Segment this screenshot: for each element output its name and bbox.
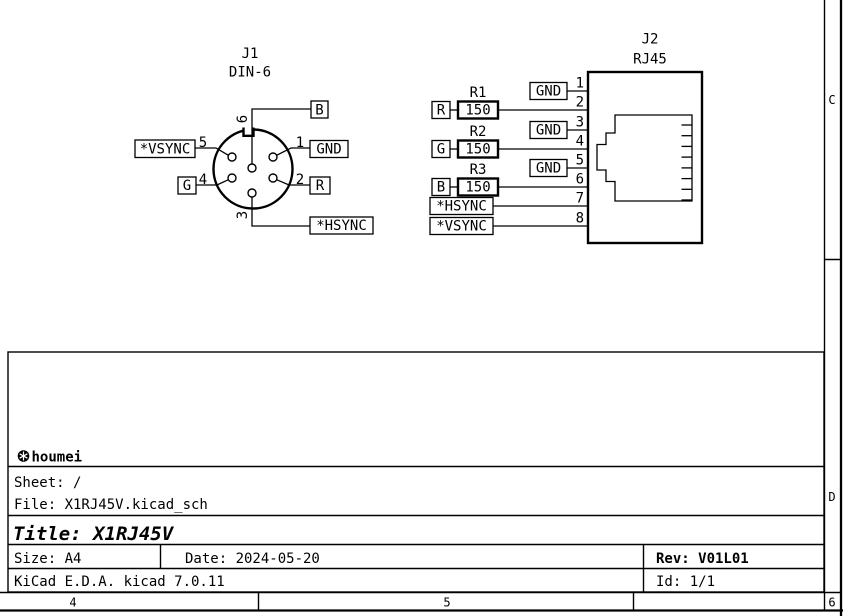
j1-net-gnd-label: GND	[316, 142, 341, 158]
r1-reference: R1	[470, 85, 487, 101]
wire-j1-pin5-vsync	[195, 147, 229, 156]
j2-pin2-number: 2	[576, 95, 584, 111]
j2-pin4-number: 4	[576, 134, 584, 150]
j1-pin4-number: 4	[199, 172, 207, 188]
title-block-outline	[7, 351, 825, 593]
j1-pin4-circle	[227, 173, 237, 183]
j2-net-gnd1-label: GND	[536, 84, 561, 100]
title-block: houmei Sheet: / File: X1RJ45V.kicad_sch …	[7, 351, 825, 593]
j1-pin3-number: 3	[235, 211, 251, 219]
j2-net-gnd3-label: GND	[536, 123, 561, 139]
j1-pin2-number: 2	[296, 172, 304, 188]
j2-net-gnd1-box	[529, 81, 568, 101]
wire-j1-pin1-gnd	[276, 147, 310, 156]
resistor-r1: R1 150	[456, 85, 500, 120]
j1-net-hsync-label: *HSYNC	[316, 218, 367, 234]
j2-net-r-label: R	[437, 103, 446, 119]
company-name: houmei	[32, 450, 83, 466]
r2-value: 150	[465, 142, 490, 158]
j1-net-g-box	[177, 176, 197, 195]
j1-net-gnd-box	[309, 139, 349, 159]
r2-body	[456, 139, 500, 159]
j1-net-vsync-box	[134, 139, 196, 159]
j1-net-g-label: G	[183, 178, 191, 194]
sheet-field: Sheet: /	[14, 475, 81, 491]
j2-net-b-box	[431, 177, 451, 197]
houmei-logo-icon	[17, 450, 30, 462]
j2-pin6-number: 6	[576, 172, 584, 188]
wire-j1-pin4-g	[196, 179, 229, 186]
connector-j1: J1 DIN-6 5 1 4 2 6 3 B GND *VSYNC	[134, 46, 374, 235]
j2-net-g-box	[431, 139, 451, 159]
j2-net-vsync-label: *VSYNC	[436, 219, 487, 235]
j2-net-vsync-box	[429, 216, 494, 236]
j2-net-gnd5-label: GND	[536, 161, 561, 177]
j1-pin3-circle	[247, 188, 257, 198]
j1-pin5-circle	[227, 152, 237, 162]
r3-value: 150	[465, 180, 490, 196]
j2-pin8-number: 8	[576, 211, 584, 227]
date-field: Date: 2024-05-20	[185, 551, 320, 567]
wire-j1-pin3-hsync	[251, 197, 310, 227]
j1-pin1-circle	[268, 152, 278, 162]
j1-net-r-label: R	[316, 178, 325, 194]
j2-net-r-box	[431, 100, 451, 120]
j1-pin6-circle	[247, 163, 257, 173]
connector-j2: J2 RJ45 1 2 3 4 5 6	[429, 32, 704, 245]
file-field: File: X1RJ45V.kicad_sch	[14, 497, 208, 513]
j1-pin1-number: 1	[296, 135, 304, 151]
r3-body	[456, 177, 500, 197]
border-row-label-c: C	[828, 93, 835, 107]
id-field: Id: 1/1	[656, 574, 715, 590]
rj45-contact-lines	[681, 124, 692, 201]
j2-net-g-label: G	[437, 142, 445, 158]
j2-body	[586, 70, 704, 245]
j2-pin1-number: 1	[576, 76, 584, 92]
border-col-label-5: 5	[443, 596, 450, 610]
j1-net-hsync-box	[309, 216, 374, 235]
j2-pin5-number: 5	[576, 153, 584, 169]
size-field: Size: A4	[14, 551, 81, 567]
j2-net-gnd3-box	[529, 120, 568, 140]
border-col-label-4: 4	[69, 596, 76, 610]
border-col-label-6: 6	[828, 596, 835, 610]
j2-pin7-number: 7	[576, 191, 584, 207]
resistor-r3: R3 150	[456, 162, 500, 197]
j1-value: DIN-6	[229, 65, 271, 81]
r3-reference: R3	[470, 162, 487, 178]
j2-pin3-number: 3	[576, 115, 584, 131]
wire-j1-pin2-r	[276, 179, 310, 186]
r1-value: 150	[465, 103, 490, 119]
j1-pin2-circle	[268, 173, 278, 183]
j1-pin6-number: 6	[235, 115, 251, 123]
title-field: Title: X1RJ45V	[13, 523, 175, 545]
j1-pin5-number: 5	[199, 135, 207, 151]
rev-field: Rev: V01L01	[656, 551, 749, 567]
j1-key-notch	[242, 127, 255, 137]
resistor-r2: R2 150	[456, 124, 500, 159]
j1-net-b-label: B	[315, 103, 323, 119]
r1-body	[456, 100, 500, 120]
j2-net-hsync-box	[429, 196, 494, 216]
j2-net-gnd5-box	[529, 158, 568, 178]
j2-net-hsync-label: *HSYNC	[436, 199, 487, 215]
j1-reference: J1	[242, 46, 259, 62]
rj45-jack-icon	[596, 114, 693, 202]
j2-reference: J2	[642, 32, 659, 48]
tool-field: KiCad E.D.A. kicad 7.0.11	[14, 574, 225, 590]
border-row-label-d: D	[828, 490, 835, 504]
r2-reference: R2	[470, 124, 487, 140]
j2-net-b-label: B	[437, 180, 445, 196]
j1-net-vsync-label: *VSYNC	[140, 142, 191, 158]
wire-j1-pin6-b	[251, 108, 311, 164]
j2-value: RJ45	[633, 52, 667, 68]
j1-net-r-box	[309, 176, 331, 195]
j1-net-b-box	[310, 100, 329, 119]
